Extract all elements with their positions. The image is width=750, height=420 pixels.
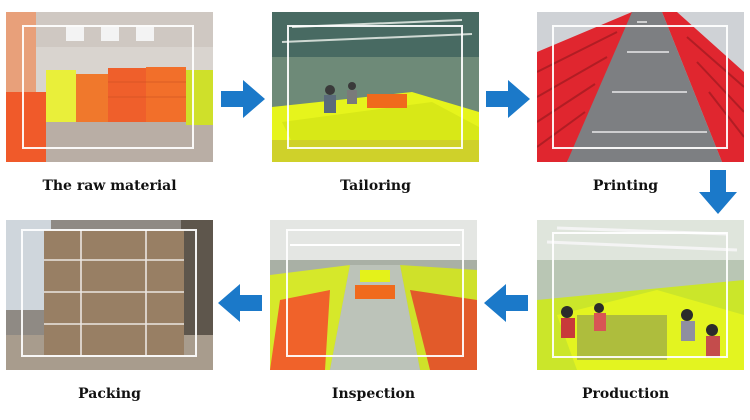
photo-printing bbox=[537, 12, 744, 162]
photo-frame bbox=[286, 229, 464, 357]
photo-frame bbox=[287, 25, 463, 149]
arrow-left-icon bbox=[218, 284, 262, 322]
step-label-printing: Printing bbox=[592, 178, 659, 194]
photo-tailoring bbox=[272, 12, 479, 162]
photo-frame bbox=[21, 229, 197, 357]
step-label-tailoring: Tailoring bbox=[340, 178, 411, 194]
photo-production bbox=[537, 220, 744, 370]
photo-frame bbox=[552, 232, 728, 358]
arrow-left-icon bbox=[484, 284, 528, 322]
photo-frame bbox=[552, 25, 728, 149]
photo-inspection bbox=[270, 220, 477, 370]
arrow-right-icon bbox=[221, 80, 265, 118]
step-label-inspection: Inspection bbox=[331, 386, 416, 402]
photo-packing bbox=[6, 220, 213, 370]
photo-raw-material bbox=[6, 12, 213, 162]
step-label-raw-material: The raw material bbox=[42, 178, 177, 194]
arrow-right-icon bbox=[486, 80, 530, 118]
arrow-down-icon bbox=[699, 170, 737, 214]
photo-frame bbox=[22, 25, 194, 149]
step-label-packing: Packing bbox=[78, 386, 141, 402]
step-label-production: Production bbox=[581, 386, 670, 402]
